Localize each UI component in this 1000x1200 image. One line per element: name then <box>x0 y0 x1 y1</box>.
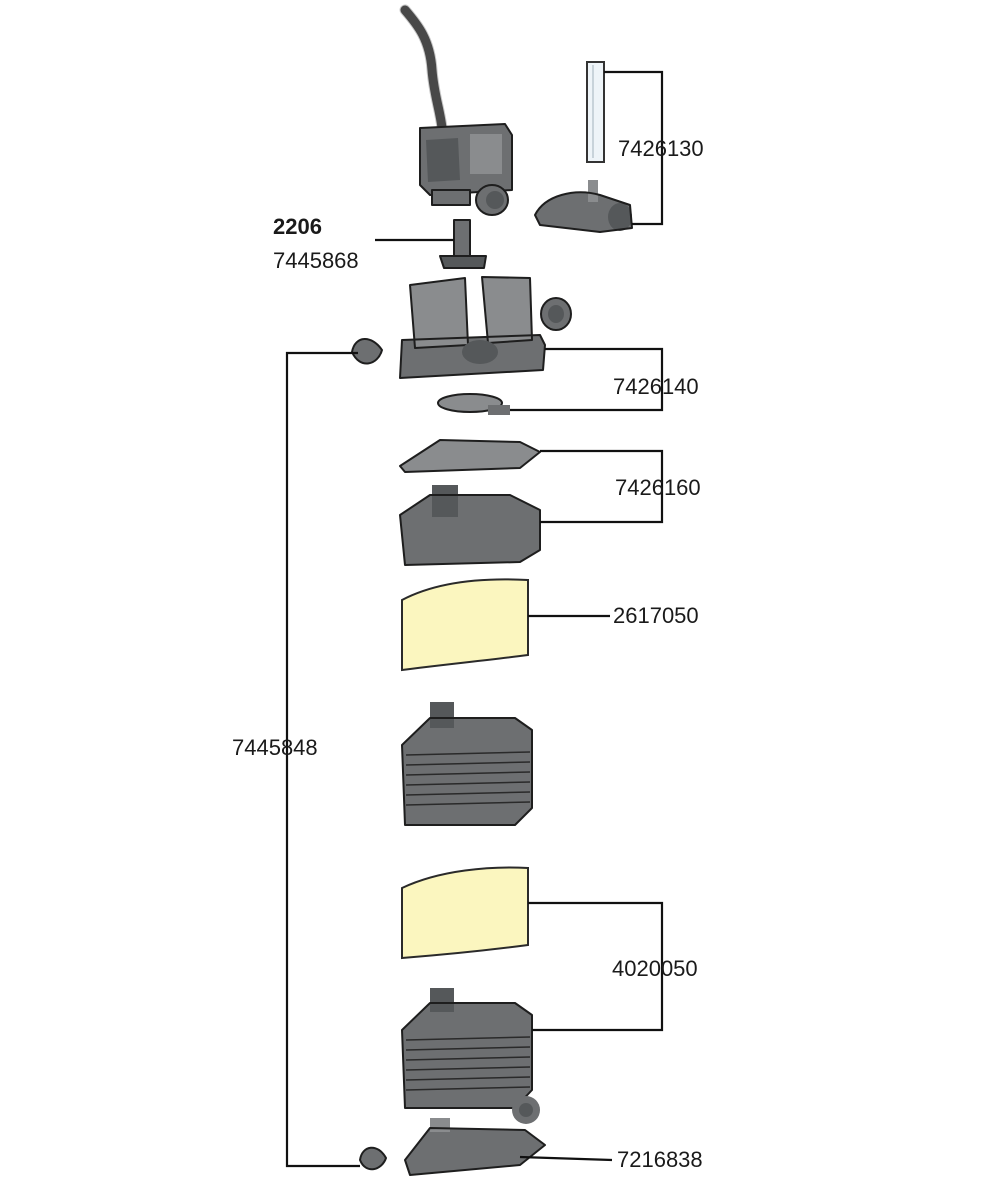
label-4020050: 4020050 <box>612 956 698 981</box>
power-cable <box>400 5 447 133</box>
rotor-disc <box>437 393 510 415</box>
impeller <box>439 219 487 269</box>
label-7216838: 7216838 <box>617 1147 703 1172</box>
leader-4020050 <box>528 901 664 1032</box>
label-2206: 2206 <box>273 214 322 239</box>
suction-cup-top <box>351 338 383 365</box>
leader-7426160 <box>540 449 664 524</box>
filter-sponge-lower <box>401 866 529 960</box>
outlet-tube <box>586 61 605 163</box>
label-7426130: 7426130 <box>618 136 704 161</box>
label-7445848: 7445848 <box>232 735 318 760</box>
filter-cartridge-lower <box>401 988 540 1124</box>
filter-cartridge-middle <box>401 702 533 826</box>
suction-cup-bottom <box>359 1146 387 1171</box>
pump-housing <box>399 276 572 379</box>
motor-unit <box>419 123 513 216</box>
base-plate <box>404 1118 546 1176</box>
leader-lines <box>285 70 664 1168</box>
leader-7426140 <box>510 347 664 412</box>
label-7426140: 7426140 <box>613 374 699 399</box>
filter-sponge-upper <box>401 578 529 672</box>
filter-chamber-top <box>399 485 541 566</box>
leader-7426130 <box>604 70 664 226</box>
leader-7445848 <box>285 351 360 1168</box>
outlet-nozzle <box>534 180 633 233</box>
filter-lid <box>399 439 541 473</box>
label-7426160: 7426160 <box>615 475 701 500</box>
label-7445868: 7445868 <box>273 248 359 273</box>
leader-7216838 <box>519 1155 613 1162</box>
label-2617050: 2617050 <box>613 603 699 628</box>
